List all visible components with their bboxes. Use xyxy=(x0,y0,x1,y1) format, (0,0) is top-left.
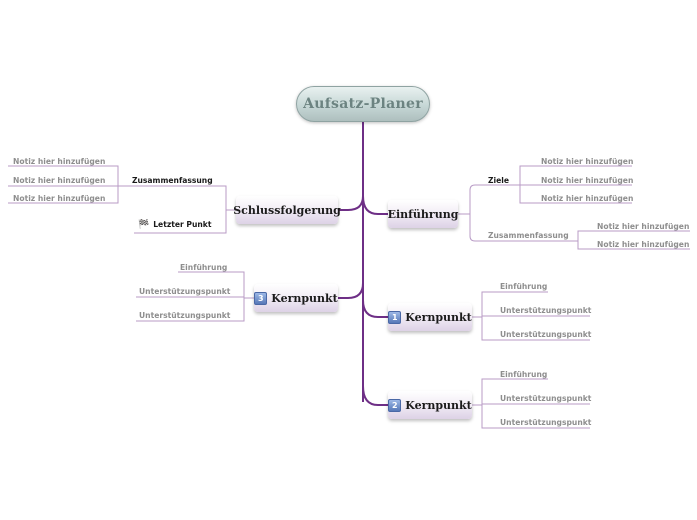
topic-schlussfolgerung-label: Schlussfolgerung xyxy=(233,203,341,217)
root-node[interactable]: Aufsatz-Planer xyxy=(296,86,430,122)
topic-einfuehrung-label: Einführung xyxy=(387,207,459,221)
root-label: Aufsatz-Planer xyxy=(303,96,423,112)
note-schluss-2[interactable]: Notiz hier hinzufügen xyxy=(13,176,106,185)
kernpunkt-1-item-2[interactable]: Unterstützungspunkt xyxy=(500,306,592,315)
note-einfuehrung-zusammenfassung-2[interactable]: Notiz hier hinzufügen xyxy=(597,240,690,249)
note-schluss-1[interactable]: Notiz hier hinzufügen xyxy=(13,157,106,166)
note-ziele-2[interactable]: Notiz hier hinzufügen xyxy=(541,176,634,185)
subtopic-schluss-zusammenfassung[interactable]: Zusammenfassung xyxy=(132,176,213,185)
kernpunkt-1-item-3[interactable]: Unterstützungspunkt xyxy=(500,330,592,339)
number-2-icon: 2 xyxy=(388,398,402,412)
letzter-punkt-label: Letzter Punkt xyxy=(153,220,212,229)
note-ziele-1[interactable]: Notiz hier hinzufügen xyxy=(541,157,634,166)
note-ziele-3[interactable]: Notiz hier hinzufügen xyxy=(541,194,634,203)
topic-kernpunkt-1[interactable]: 1 Kernpunkt xyxy=(388,303,472,331)
topic-kernpunkt-1-label: Kernpunkt xyxy=(405,310,472,324)
topic-kernpunkt-3[interactable]: 3 Kernpunkt xyxy=(254,284,338,312)
connector-kernpunkt3 xyxy=(338,282,364,299)
note-schluss-3[interactable]: Notiz hier hinzufügen xyxy=(13,194,106,203)
note-einfuehrung-zusammenfassung-1[interactable]: Notiz hier hinzufügen xyxy=(597,222,690,231)
topic-kernpunkt-3-label: Kernpunkt xyxy=(271,291,338,305)
topic-kernpunkt-2-label: Kernpunkt xyxy=(405,398,472,412)
subtopic-letzter-punkt[interactable]: 🏁Letzter Punkt xyxy=(138,220,212,230)
topic-einfuehrung[interactable]: Einführung xyxy=(388,200,458,228)
subtopic-einfuehrung-zusammenfassung[interactable]: Zusammenfassung xyxy=(488,231,569,240)
number-1-icon: 1 xyxy=(388,310,402,324)
kernpunkt-3-item-1[interactable]: Einführung xyxy=(180,263,228,272)
connector-kernpunkt1 xyxy=(362,299,388,318)
number-3-icon: 3 xyxy=(254,291,268,305)
topic-schlussfolgerung[interactable]: Schlussfolgerung xyxy=(233,196,341,224)
kernpunkt-2-item-1[interactable]: Einführung xyxy=(500,370,548,379)
kernpunkt-2-item-2[interactable]: Unterstützungspunkt xyxy=(500,394,592,403)
kernpunkt-1-item-1[interactable]: Einführung xyxy=(500,282,548,291)
kernpunkt-2-item-3[interactable]: Unterstützungspunkt xyxy=(500,418,592,427)
connector-einfuehrung xyxy=(362,195,388,215)
kernpunkt-3-item-3[interactable]: Unterstützungspunkt xyxy=(139,311,231,320)
connector-kernpunkt2 xyxy=(362,385,388,406)
topic-kernpunkt-2[interactable]: 2 Kernpunkt xyxy=(388,391,472,419)
connector-schluss xyxy=(338,195,364,211)
checkered-flag-icon: 🏁 xyxy=(138,220,150,230)
kernpunkt-3-item-2[interactable]: Unterstützungspunkt xyxy=(139,287,231,296)
subtopic-ziele[interactable]: Ziele xyxy=(488,176,510,185)
